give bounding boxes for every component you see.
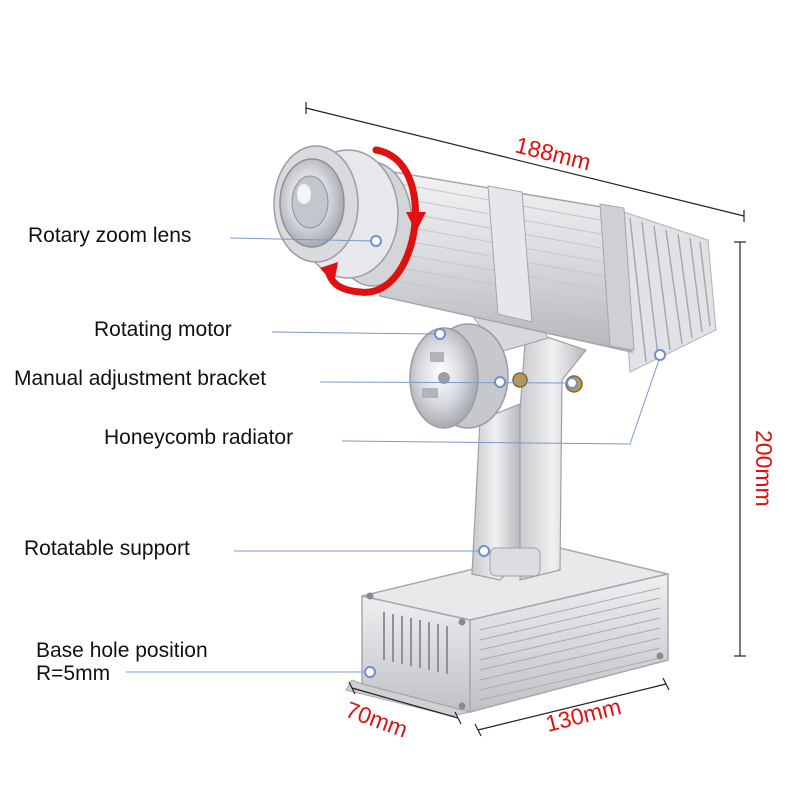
support-stand bbox=[471, 299, 588, 581]
label-base-hole-line1: Base hole position bbox=[36, 639, 208, 662]
dimension-200: 200mm bbox=[734, 241, 777, 657]
base-vent-slots bbox=[383, 612, 448, 674]
rotating-motor bbox=[409, 323, 509, 429]
callout-manual-adjustment-bracket: Manual adjustment bracket bbox=[14, 367, 578, 390]
base-foot-left bbox=[345, 679, 471, 717]
callout-base-hole-position: Base hole position R=5mm bbox=[36, 639, 376, 685]
base-fins bbox=[479, 587, 661, 701]
callout-rotary-zoom-lens: Rotary zoom lens bbox=[28, 224, 382, 247]
label-rotary-zoom-lens: Rotary zoom lens bbox=[28, 224, 191, 247]
label-rotatable-support: Rotatable support bbox=[24, 537, 190, 560]
callout-rotating-motor: Rotating motor bbox=[94, 318, 446, 341]
callout-honeycomb-radiator: Honeycomb radiator bbox=[104, 349, 666, 449]
projector-illustration bbox=[273, 145, 717, 717]
label-base-hole-line2: R=5mm bbox=[36, 662, 110, 685]
rotary-zoom-lens bbox=[273, 145, 413, 287]
base-box bbox=[345, 547, 669, 717]
dimension-130-label: 130mm bbox=[543, 693, 624, 737]
label-honeycomb-radiator: Honeycomb radiator bbox=[104, 426, 293, 449]
callout-rotatable-support: Rotatable support bbox=[24, 537, 490, 560]
honeycomb-radiator bbox=[617, 209, 717, 373]
label-manual-adjustment-bracket: Manual adjustment bracket bbox=[14, 367, 266, 390]
label-rotating-motor: Rotating motor bbox=[94, 318, 232, 341]
tube-body bbox=[369, 167, 635, 353]
dimension-200-label: 200mm bbox=[751, 430, 777, 507]
curved-rotation-arrow-icon bbox=[320, 146, 426, 296]
